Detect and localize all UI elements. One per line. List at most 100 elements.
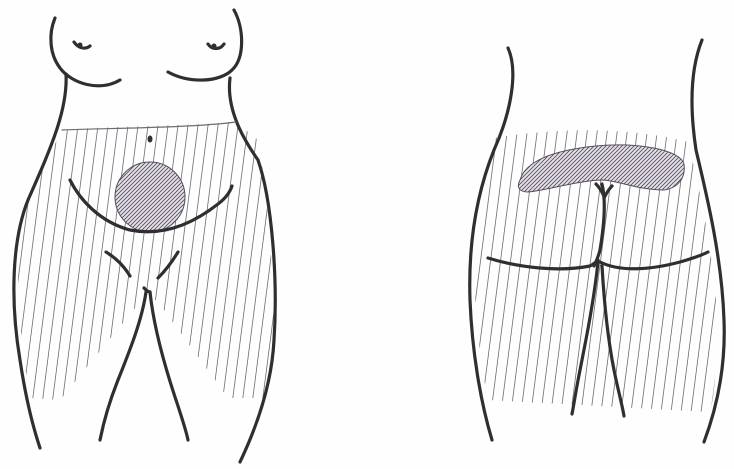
- dense-hatch-line: [44, 120, 164, 240]
- dense-hatch-line: [56, 120, 176, 240]
- dense-hatch-line: [0, 120, 40, 240]
- hatch-line: [340, 110, 380, 420]
- hatch-line: [160, 110, 200, 420]
- dense-hatch-line: [0, 120, 88, 240]
- hatch-line: [260, 110, 300, 420]
- dense-hatch-line: [0, 120, 36, 240]
- dense-hatch-line: [160, 120, 280, 240]
- hatch-line: [0, 110, 10, 420]
- dense-hatch-line: [268, 120, 388, 240]
- dense-hatch-line: [680, 120, 734, 240]
- dense-hatch-line: [196, 120, 316, 240]
- dense-hatch-line: [300, 120, 420, 240]
- dense-hatch-line: [380, 120, 500, 240]
- dense-hatch-line: [4, 120, 124, 240]
- dense-hatch-line: [720, 120, 734, 240]
- dense-hatch-line: [216, 120, 336, 240]
- cleft-top-right: [604, 186, 612, 198]
- dense-hatch-line: [676, 120, 734, 240]
- dense-hatch-line: [0, 120, 120, 240]
- dense-hatch-line: [132, 120, 252, 240]
- dense-hatch-line: [400, 120, 520, 240]
- dense-hatch-line: [336, 120, 456, 240]
- dense-hatch-line: [344, 120, 464, 240]
- dense-hatch-line: [148, 120, 268, 240]
- dense-hatch-line: [64, 120, 184, 240]
- dense-hatch-line: [208, 120, 328, 240]
- hatch-line: [230, 110, 270, 420]
- dense-hatch-line: [0, 120, 100, 240]
- dense-hatch-line: [188, 120, 308, 240]
- dense-hatch-line: [236, 120, 356, 240]
- dense-hatch-line: [180, 120, 300, 240]
- hatch-line: [420, 110, 460, 420]
- dense-hatch-line: [0, 120, 92, 240]
- back-right-inner-leg: [602, 266, 624, 416]
- hatch-line: [390, 110, 430, 420]
- dense-hatch-line: [124, 120, 244, 240]
- hatch-line: [70, 110, 110, 420]
- dense-hatch-line: [0, 120, 68, 240]
- dense-hatch-line: [288, 120, 408, 240]
- dense-hatch-line: [0, 120, 20, 240]
- dense-hatch-line: [0, 120, 108, 240]
- dense-hatch-line: [0, 120, 112, 240]
- dense-hatch-line: [128, 120, 248, 240]
- dense-hatch-line: [192, 120, 312, 240]
- dense-hatch-line: [0, 120, 64, 240]
- hatch-line: [200, 110, 240, 420]
- dense-hatch-line: [0, 120, 76, 240]
- dense-hatch-line: [176, 120, 296, 240]
- dense-hatch-line: [308, 120, 428, 240]
- dense-hatch-line: [0, 120, 48, 240]
- hatch-line: [210, 110, 250, 420]
- dense-hatch-line: [40, 120, 160, 240]
- dense-hatch-line: [280, 120, 400, 240]
- dense-hatch-line: [88, 120, 208, 240]
- back-band-region: [0, 120, 734, 240]
- dense-hatch-line: [184, 120, 304, 240]
- dense-hatch-line: [408, 120, 528, 240]
- hatch-line: [270, 110, 310, 420]
- dense-hatch-line: [256, 120, 376, 240]
- dense-hatch-line: [684, 120, 734, 240]
- hatch-line: [250, 110, 290, 420]
- dense-hatch-line: [20, 120, 140, 240]
- dense-hatch-line: [28, 120, 148, 240]
- dense-hatch-line: [120, 120, 240, 240]
- dense-hatch-line: [212, 120, 332, 240]
- dense-hatch-line: [136, 120, 256, 240]
- hatch-line: [110, 110, 150, 420]
- hatch-line: [320, 110, 360, 420]
- dense-hatch-line: [340, 120, 460, 240]
- dense-hatch-line: [24, 120, 144, 240]
- hatch-line: [130, 110, 170, 420]
- dense-hatch-line: [80, 120, 200, 240]
- hatch-line: [440, 110, 480, 420]
- hatch-line: [400, 110, 440, 420]
- dense-hatch-line: [704, 120, 734, 240]
- dense-hatch-line: [0, 120, 8, 240]
- dense-hatch-line: [152, 120, 272, 240]
- dense-hatch-line: [204, 120, 324, 240]
- dense-hatch-line: [0, 120, 72, 240]
- dense-hatch-line: [252, 120, 372, 240]
- hatch-line: [280, 110, 320, 420]
- hatch-line: [10, 110, 50, 420]
- hatch-line: [310, 110, 350, 420]
- hatch-line: [0, 110, 40, 420]
- hatch-line: [40, 110, 80, 420]
- dense-hatch-line: [728, 120, 734, 240]
- hatch-line: [370, 110, 410, 420]
- dense-hatch-line: [384, 120, 504, 240]
- dense-hatch-line: [16, 120, 136, 240]
- dense-hatch-line: [12, 120, 132, 240]
- hatch-line: [100, 110, 140, 420]
- dense-hatch-line: [100, 120, 220, 240]
- dense-hatch-line: [388, 120, 508, 240]
- dense-hatch-line: [260, 120, 380, 240]
- dense-hatch-line: [96, 120, 216, 240]
- dense-hatch-line: [716, 120, 734, 240]
- dense-hatch-line: [324, 120, 444, 240]
